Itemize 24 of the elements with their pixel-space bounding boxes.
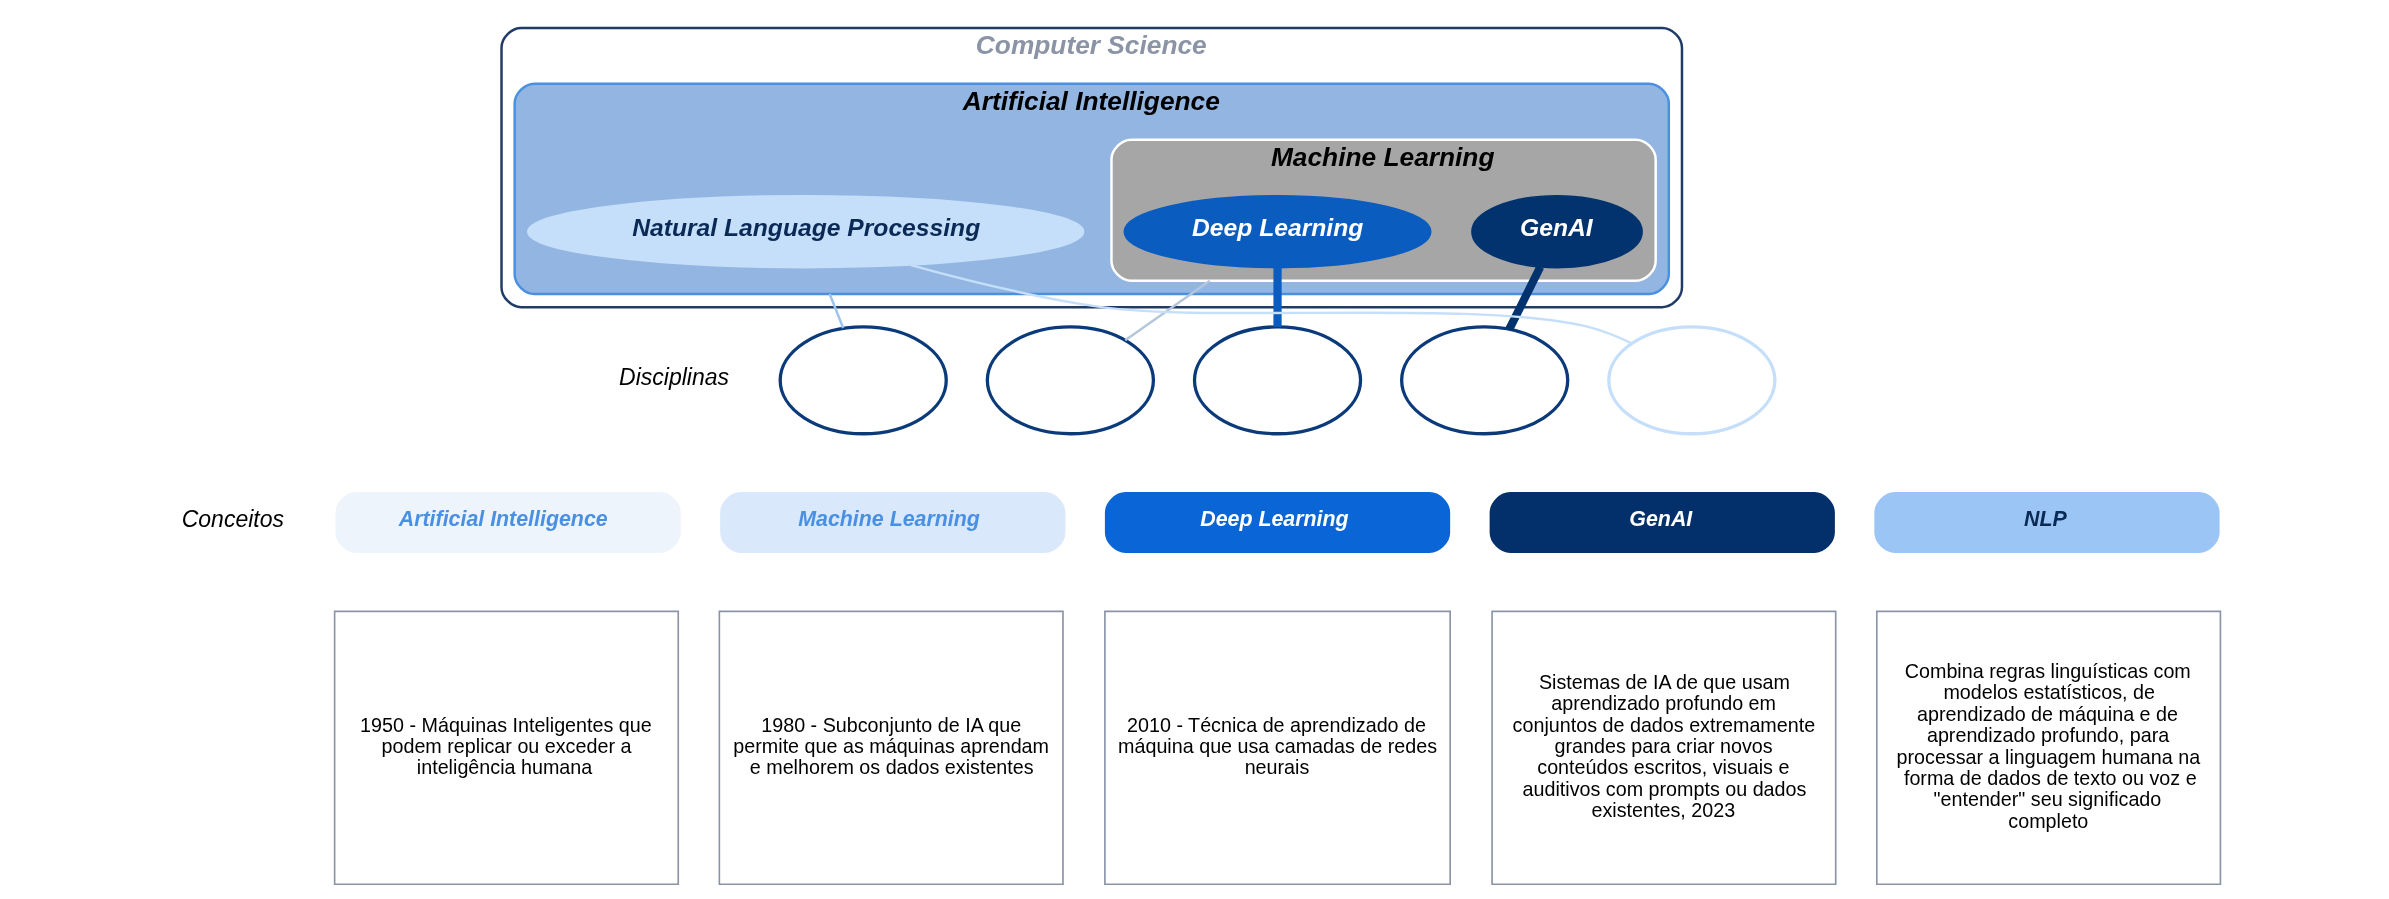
- connector: [828, 293, 845, 329]
- node-box: 2010 - Técnica de aprendizado de máquina que usa camadas de redes neurais: [1104, 610, 1451, 886]
- label: Conceitos: [181, 505, 285, 532]
- connector: [1273, 267, 1282, 327]
- node-box: Combina regras linguísticas com modelos estatísticos, de aprendizado de máquina e de aprendizado profundo, para processar a linguagem humana na forma de dados de texto ou voz e "entender" seu significado completo: [1876, 610, 2222, 886]
- node-box: Sistemas de IA de que usam aprendizado profundo em conjuntos de dados extremamente grandes para criar novos conteúdos escritos, visuais e auditivos com prompts ou dados existentes, 2023: [1491, 610, 1837, 886]
- connector: [1505, 265, 1544, 331]
- connector: [1124, 279, 1211, 342]
- node-ellipse: Deep Learning: [1123, 194, 1432, 269]
- node-circle: [1400, 325, 1570, 436]
- node-box: Deep Learning: [1104, 492, 1451, 553]
- connector: [910, 263, 1633, 345]
- label: Disciplinas: [619, 363, 729, 390]
- node-circle: [1607, 325, 1777, 436]
- node-box: 1980 - Subconjunto de IA que permite que as máquinas aprendam e melhorem os dados existentes: [718, 610, 1064, 886]
- node-box: 1950 - Máquinas Inteligentes que podem replicar ou exceder a inteligência humana: [333, 610, 680, 886]
- node-circle: [1192, 325, 1363, 436]
- node-ellipse: GenAI: [1471, 194, 1643, 269]
- node-ellipse: Natural Language Processing: [527, 194, 1085, 269]
- node-box: Machine Learning: [720, 492, 1066, 553]
- node-box: GenAI: [1489, 492, 1835, 553]
- node-circle: [985, 325, 1156, 436]
- node-box: NLP: [1874, 492, 2220, 553]
- node-circle: [778, 325, 948, 436]
